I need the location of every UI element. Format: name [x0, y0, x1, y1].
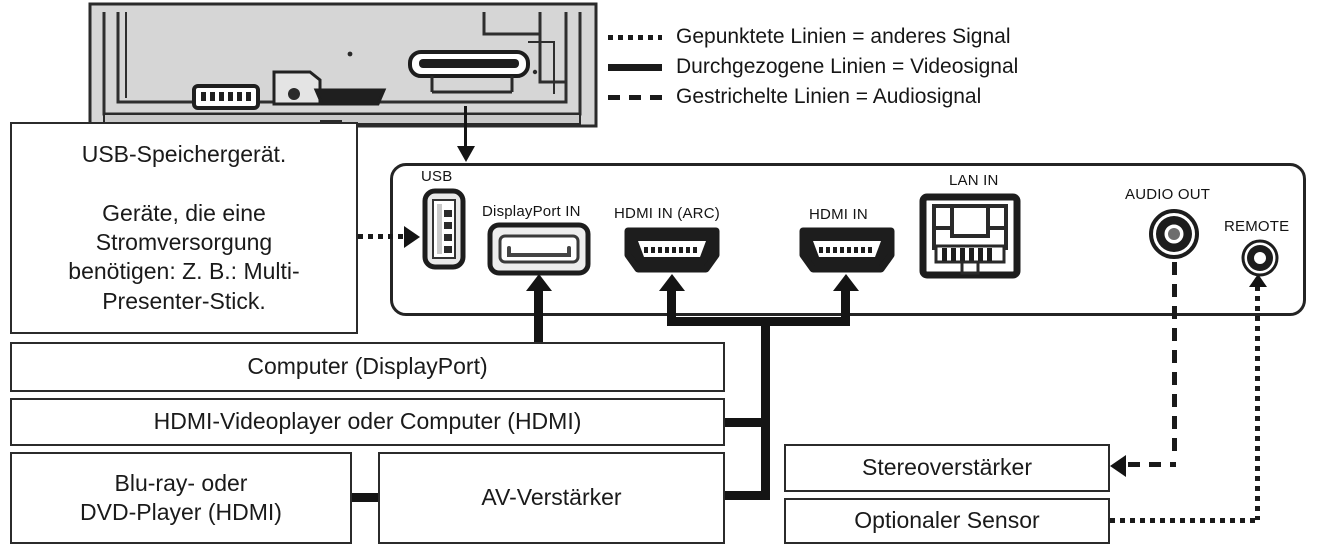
hdmi-arc-arrow-icon [659, 274, 685, 291]
port-label-lan: LAN IN [949, 172, 999, 189]
callout-line [464, 106, 467, 158]
usb-note-line-4: benötigen: Z. B.: Multi- [68, 258, 300, 285]
hdmi-cable-horizontal [765, 317, 850, 326]
legend-row-dotted: Gepunktete Linien = anderes Signal [608, 22, 1018, 52]
hdmi-arc-cable-horizontal [667, 317, 765, 326]
hdmi-player-to-trunk-cable [723, 418, 765, 427]
port-label-displayport: DisplayPort IN [482, 203, 581, 220]
displayport-cable [534, 288, 543, 344]
audio-out-jack-icon [1149, 209, 1199, 259]
hdmi-arc-port-icon [624, 227, 720, 273]
displayport-port-icon [487, 222, 591, 276]
remote-jack-icon [1241, 239, 1279, 277]
optional-sensor-box: Optionaler Sensor [784, 498, 1110, 544]
hdmi-player-label: HDMI-Videoplayer oder Computer (HDMI) [153, 408, 582, 435]
stereo-amplifier-arrow-icon [1110, 455, 1126, 477]
av-amplifier-label: AV-Verstärker [481, 484, 622, 511]
solid-line-icon [608, 62, 664, 72]
displayport-arrow-icon [526, 274, 552, 291]
stereo-amplifier-box: Stereoverstärker [784, 444, 1110, 492]
usb-note-line-5: Presenter-Stick. [102, 287, 266, 314]
video-trunk-cable [761, 317, 770, 500]
legend-label-solid: Durchgezogene Linien = Videosignal [676, 55, 1019, 78]
usb-note-text: USB-Speichergerät. Geräte, die eine Stro… [12, 140, 356, 317]
monitor-rear-illustration [88, 2, 598, 128]
bluray-dvd-player-label: Blu-ray- oder DVD-Player (HDMI) [12, 469, 350, 528]
optional-sensor-label: Optionaler Sensor [854, 507, 1040, 534]
usb-port-icon [422, 188, 466, 270]
usb-storage-note-box: USB-Speichergerät. Geräte, die eine Stro… [10, 122, 358, 334]
optional-sensor-cable-vertical [1255, 286, 1260, 520]
stereo-amplifier-label: Stereoverstärker [861, 454, 1032, 481]
av-amplifier-box: AV-Verstärker [378, 452, 725, 544]
callout-arrow-icon [457, 146, 475, 162]
hdmi-arc-cable-vertical [667, 288, 676, 326]
computer-displayport-label: Computer (DisplayPort) [247, 353, 488, 380]
bluray-line-2: DVD-Player (HDMI) [80, 499, 282, 525]
hdmi-player-box: HDMI-Videoplayer oder Computer (HDMI) [10, 398, 725, 446]
legend: Gepunktete Linien = anderes Signal Durch… [608, 22, 1018, 112]
dotted-line-icon [608, 32, 664, 42]
usb-note-line-3: Stromversorgung [95, 229, 273, 255]
usb-signal-line [358, 234, 410, 239]
audio-out-cable-horizontal [1128, 462, 1176, 467]
hdmi-cable-vertical [841, 288, 850, 318]
dashed-line-icon [608, 92, 664, 102]
port-label-hdmi-arc: HDMI IN (ARC) [614, 205, 720, 222]
bluray-line-1: Blu-ray- oder [114, 469, 248, 496]
port-label-remote: REMOTE [1224, 218, 1290, 235]
computer-displayport-box: Computer (DisplayPort) [10, 342, 725, 392]
bluray-to-av-cable [350, 493, 380, 502]
port-label-usb: USB [421, 168, 453, 185]
usb-arrow-icon [404, 226, 420, 248]
legend-row-dashed: Gestrichelte Linien = Audiosignal [608, 82, 1018, 112]
lan-port-icon [919, 193, 1021, 279]
bluray-dvd-player-box: Blu-ray- oder DVD-Player (HDMI) [10, 452, 352, 544]
remote-arrow-icon [1249, 274, 1267, 287]
optional-sensor-cable-horizontal [1110, 518, 1260, 523]
hdmi-port-icon [799, 227, 895, 273]
port-label-audio-out: AUDIO OUT [1125, 186, 1211, 203]
port-label-hdmi: HDMI IN [809, 206, 868, 223]
av-amplifier-to-trunk-cable [723, 491, 765, 500]
hdmi-arrow-icon [833, 274, 859, 291]
usb-note-line-1: USB-Speichergerät. [81, 140, 287, 167]
legend-row-solid: Durchgezogene Linien = Videosignal [608, 52, 1018, 82]
usb-note-line-2: Geräte, die eine [102, 199, 266, 226]
legend-label-dotted: Gepunktete Linien = anderes Signal [676, 25, 1011, 48]
legend-label-dashed: Gestrichelte Linien = Audiosignal [676, 85, 982, 108]
audio-out-cable-vertical [1172, 262, 1177, 456]
